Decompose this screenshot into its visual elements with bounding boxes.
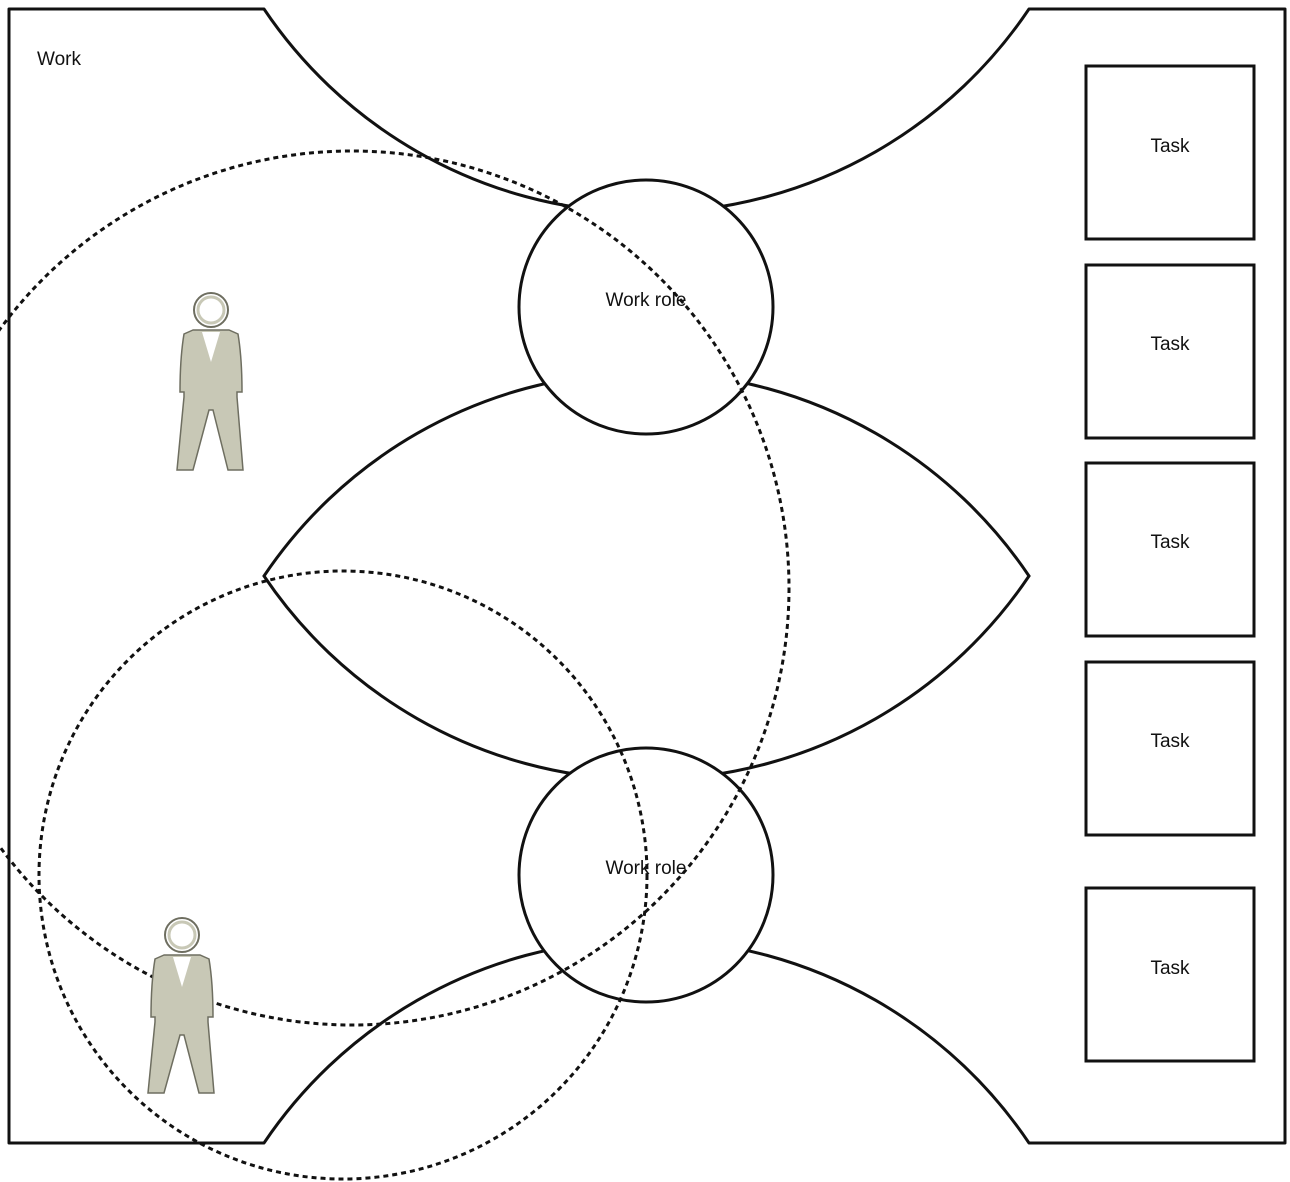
person-icon (147, 917, 215, 1094)
task-box-2: Task (1084, 263, 1256, 440)
task-box-5: Task (1084, 886, 1256, 1063)
work-role-circle-1 (517, 178, 775, 436)
task-label-3: Task (1150, 532, 1190, 553)
task-label-4: Task (1150, 731, 1190, 752)
task-label-1: Task (1150, 136, 1190, 157)
person-scope-circle-1 (0, 149, 791, 1027)
central-lens (262, 370, 1031, 782)
task-box-1: Task (1084, 64, 1256, 241)
task-label-5: Task (1150, 958, 1190, 979)
task-label-2: Task (1150, 334, 1190, 355)
task-box-4: Task (1084, 660, 1256, 837)
work-area-frame (7, 7, 1287, 1145)
task-box-3: Task (1084, 461, 1256, 638)
person-icon (176, 292, 244, 471)
work-role-label-2: Work role (606, 858, 687, 879)
work-role-label-1: Work role (606, 290, 687, 311)
person-scope-circle-2 (37, 569, 649, 1181)
work-area-label: Work (37, 49, 81, 70)
